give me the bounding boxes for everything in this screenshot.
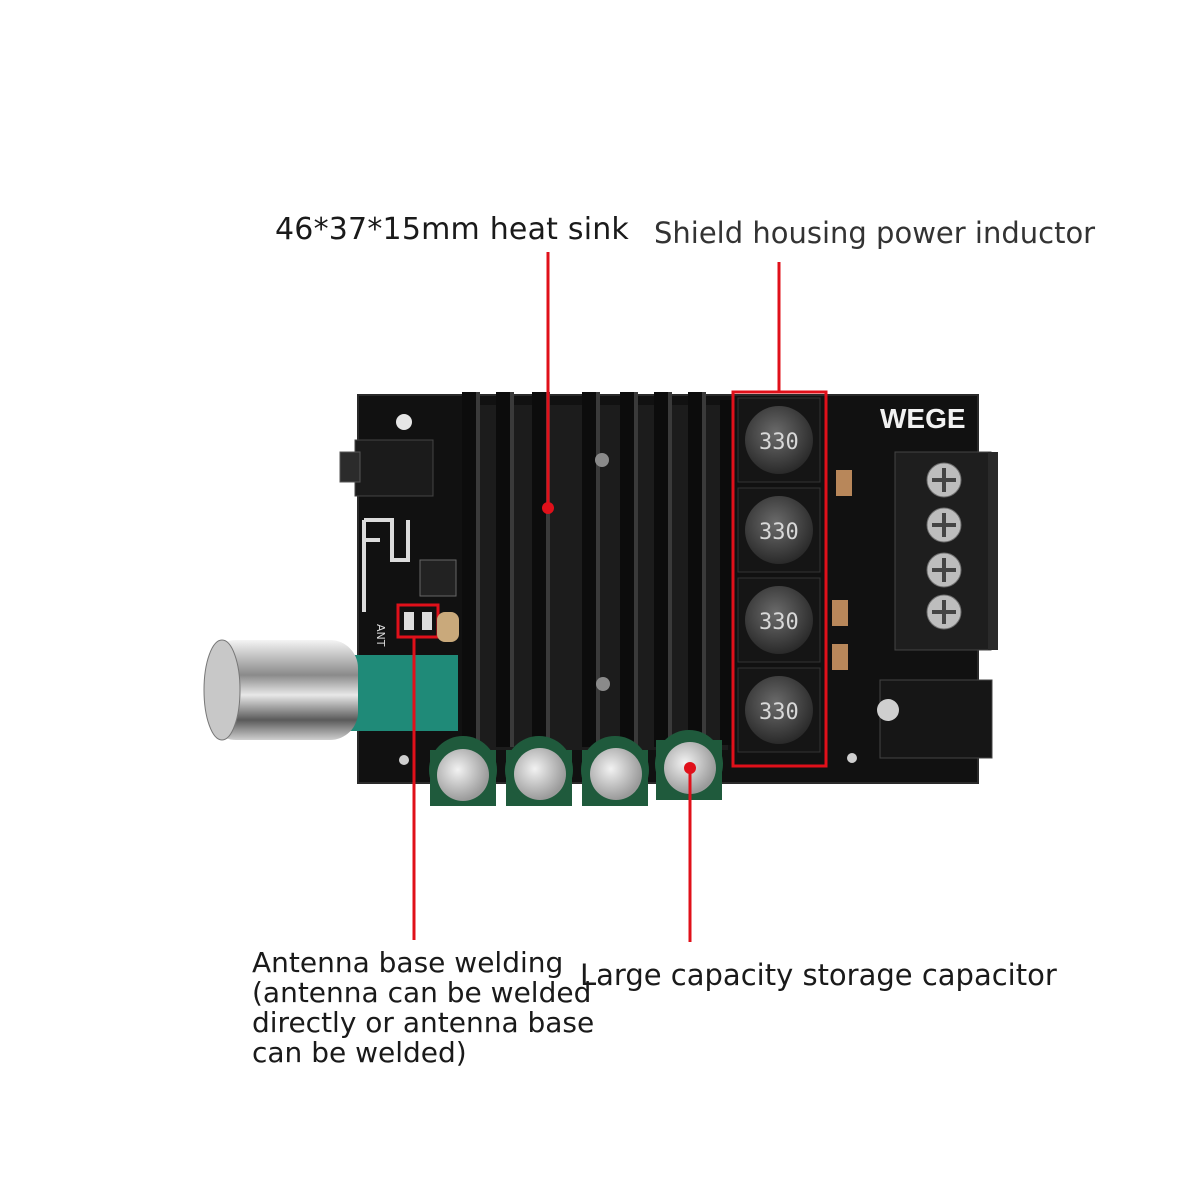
antenna-label-line-4: can be welded)	[252, 1036, 467, 1069]
brand-logo: WEGE	[880, 403, 966, 434]
antenna-label-line-3: directly or antenna base	[252, 1006, 595, 1039]
inductor-label: Shield housing power inductor	[654, 216, 1096, 250]
inductor-marking: 330	[759, 610, 799, 635]
bluetooth-antenna-trace	[362, 518, 410, 612]
audio-jack	[354, 439, 434, 497]
heat-sink-callout-dot	[542, 502, 554, 514]
potentiometer-module	[346, 655, 458, 731]
mount-hole	[399, 755, 409, 765]
antenna-label-line-2: (antenna can be welded	[252, 976, 592, 1009]
antenna-mark: ANT	[374, 624, 387, 647]
callout-lines	[412, 252, 781, 942]
inductor-group: 330 330 330 330	[737, 397, 821, 753]
capacitor-callout-dot	[684, 762, 696, 774]
antenna-label-line-1: Antenna base welding	[252, 946, 564, 979]
inductor-marking: 330	[759, 520, 799, 545]
inductor-marking: 330	[759, 430, 799, 455]
volume-knob	[208, 640, 358, 740]
capacitor-label: Large capacity storage capacitor	[580, 958, 1057, 992]
antenna-label: Antenna base welding (antenna can be wel…	[252, 948, 594, 1068]
bluetooth-chip	[419, 559, 457, 597]
dc-power-jack	[877, 679, 993, 759]
smd-components	[832, 470, 852, 670]
heat-sink	[462, 392, 734, 750]
heat-sink-label: 46*37*15mm heat sink	[275, 212, 630, 247]
mount-hole	[396, 414, 412, 430]
terminal-block	[894, 451, 998, 651]
inductor-marking: 330	[759, 700, 799, 725]
mount-hole	[847, 753, 857, 763]
